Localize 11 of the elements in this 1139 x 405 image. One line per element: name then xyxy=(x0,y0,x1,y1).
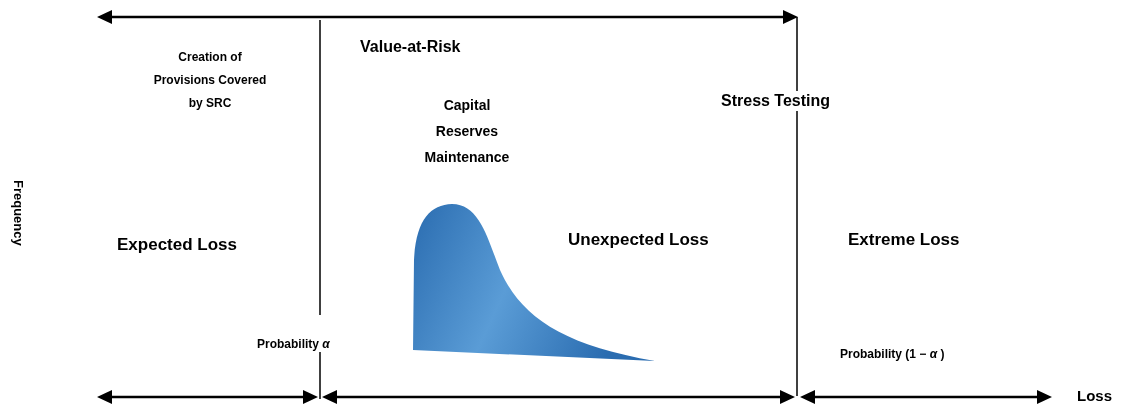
region-note: Creation of Provisions Covered by SRC xyxy=(152,49,268,112)
region-note: Capital Reserves Maintenance xyxy=(423,96,511,167)
probability-label: Probability (1 − α ) xyxy=(840,346,945,363)
axis-title: Frequency xyxy=(10,180,26,246)
region-label: Extreme Loss xyxy=(848,230,960,250)
axis-title: Loss xyxy=(1077,386,1112,405)
region-label: Stress Testing xyxy=(721,91,831,111)
region-label: Unexpected Loss xyxy=(568,230,709,250)
region-label: Value-at-Risk xyxy=(360,37,461,57)
probability-label: Probability α xyxy=(257,336,330,353)
region-label: Expected Loss xyxy=(117,235,237,255)
